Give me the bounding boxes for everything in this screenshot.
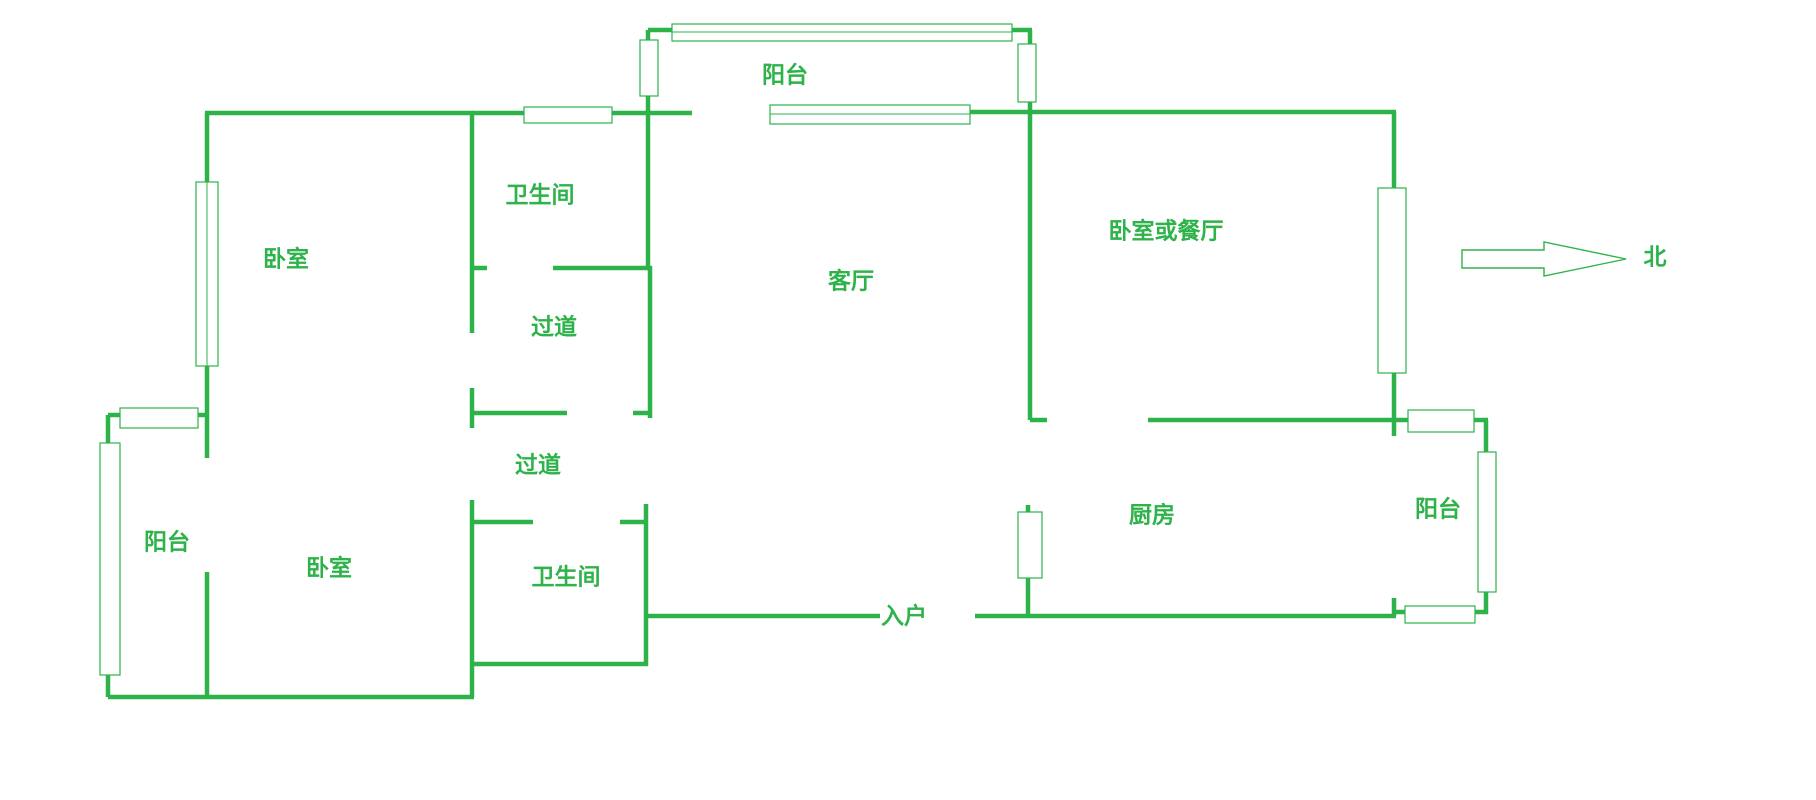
label-north: 北 [1644,245,1667,271]
window-bathroom-upper [523,106,613,124]
label-bathroom-lower: 卫生间 [532,565,601,591]
label-balcony-right: 阳台 [1415,496,1461,523]
windows [99,23,1497,676]
window-balcony-left [99,442,121,676]
window-kitchen-left [1017,511,1043,579]
window-balcony-top-left [639,39,659,97]
label-corridor-upper: 过道 [531,314,577,341]
label-bathroom-upper: 卫生间 [506,183,575,209]
label-bedroom-upper: 卧室 [263,246,309,273]
label-bedroom-or-dining: 卧室或餐厅 [1109,218,1224,245]
label-bedroom-lower: 卧室 [306,555,352,582]
label-living-room: 客厅 [828,268,874,295]
window-dining-right [1377,187,1407,374]
label-entrance: 入户 [881,603,927,630]
north-arrow-icon [1461,241,1627,277]
window-balcony-left-top [119,407,199,429]
label-kitchen: 厨房 [1129,502,1175,529]
label-balcony-left: 阳台 [144,529,190,556]
window-balcony-top-right [1017,43,1037,103]
walls [105,27,1489,700]
window-balcony-right-bottom [1404,605,1476,624]
label-balcony-top: 阳台 [762,62,808,89]
window-balcony-right-top [1407,409,1475,433]
label-corridor-lower: 过道 [515,452,561,479]
window-balcony-right [1477,451,1497,593]
